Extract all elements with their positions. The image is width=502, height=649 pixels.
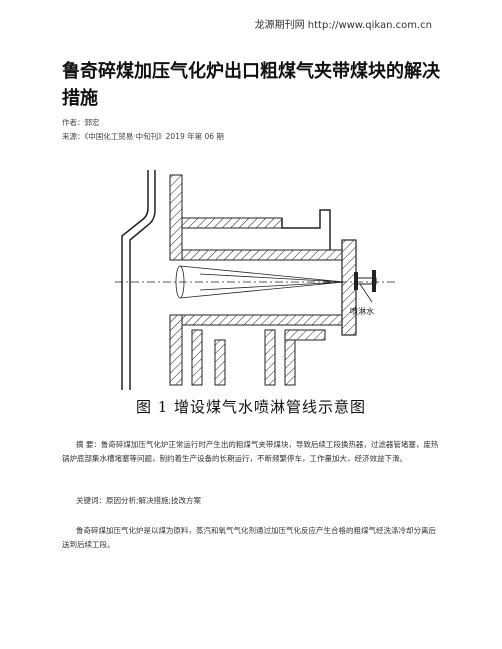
site-header: 龙源期刊网 http://www.qikan.com.cn	[254, 20, 432, 31]
end-flange	[341, 239, 357, 336]
pipe-diagram: 喷淋水	[115, 170, 395, 390]
article-source: 来源：《中国化工贸易·中旬刊》2019 年第 06 期	[62, 132, 224, 141]
spray-water-label: 喷淋水	[350, 306, 374, 316]
spray-cone	[179, 265, 345, 299]
article-author: 作者：郭宏	[62, 118, 100, 127]
left-wall-lower	[169, 314, 183, 386]
left-wall-upper	[169, 174, 183, 261]
figure-caption: 图 1 增设煤气水喷淋管线示意图	[135, 398, 367, 416]
bottom-nozzle-far	[264, 329, 276, 386]
bottom-nozzle-right	[214, 339, 226, 386]
body-paragraph: 鲁奇碎煤加压气化炉是以煤为原料，蒸汽和氧气气化剂通过加压气化反应产生合格的粗煤气…	[62, 526, 436, 549]
abstract: 摘 要：鲁奇碎煤加压气化炉正常运行时产生出的粗煤气夹带煤块，导致后续工段换热器，…	[62, 440, 439, 463]
left-outer-wall	[129, 170, 156, 390]
keywords: 关键词：原因分析;解决措施;技改方案	[76, 496, 202, 505]
bottom-nozzle-left	[191, 329, 203, 386]
bottom-wall	[181, 314, 343, 326]
top-flange	[181, 217, 283, 229]
top-wall	[181, 249, 343, 261]
article-title: 鲁奇碎煤加压气化炉出口粗煤气夹带煤块的解决措施	[62, 61, 440, 109]
